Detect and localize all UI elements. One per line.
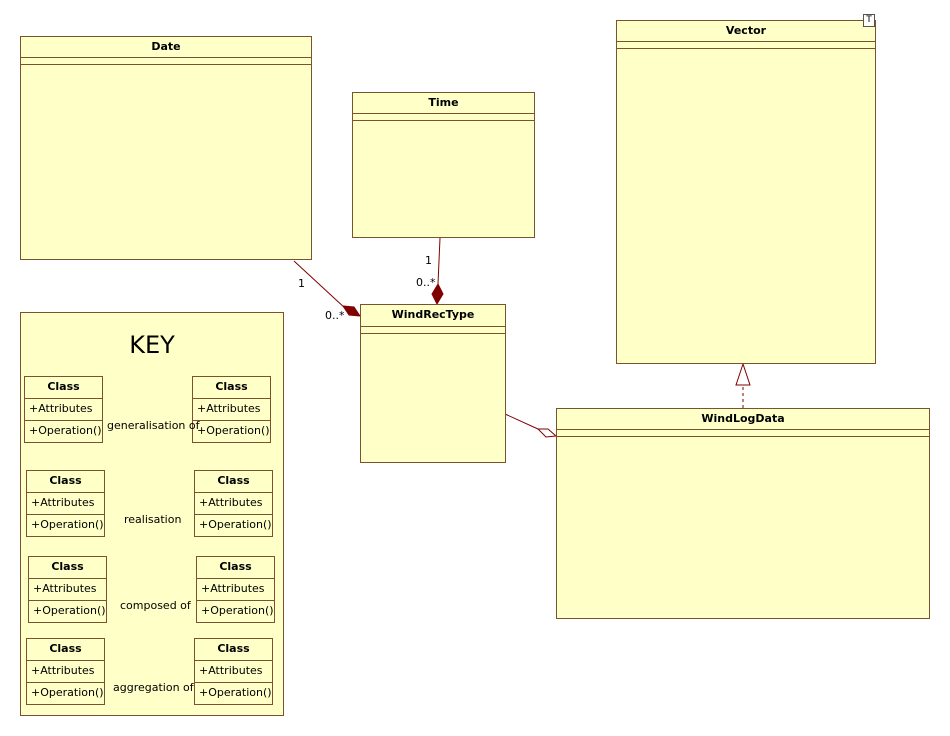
vector-class[interactable]: T Vector bbox=[616, 14, 876, 364]
realisation-arrow bbox=[735, 362, 751, 386]
time-class-name: Time bbox=[353, 93, 534, 114]
date-windrectype-composition-line bbox=[293, 260, 347, 310]
time-attributes-compartment bbox=[353, 114, 534, 121]
key-title: KEY bbox=[129, 331, 175, 359]
key-class-box: Class +Attributes +Operation() bbox=[196, 556, 275, 623]
windrectype-class[interactable]: WindRecType bbox=[360, 304, 506, 463]
date-class[interactable]: Date bbox=[20, 36, 312, 260]
key-class-box: Class +Attributes +Operation() bbox=[26, 470, 105, 537]
key-class-box: Class +Attributes +Operation() bbox=[194, 470, 273, 537]
date-attributes-compartment bbox=[21, 58, 311, 65]
date-class-name: Date bbox=[21, 37, 311, 58]
vector-attributes-compartment bbox=[617, 42, 875, 49]
windlogdata-class[interactable]: WindLogData bbox=[556, 408, 930, 619]
key-class-box: Class +Attributes +Operation() bbox=[28, 556, 107, 623]
windrectype-class-name: WindRecType bbox=[361, 305, 505, 327]
time-composition-diamond bbox=[431, 282, 444, 306]
time-class[interactable]: Time bbox=[352, 92, 535, 238]
key-label-composition: composed of bbox=[120, 599, 191, 612]
vector-class-name: Vector bbox=[617, 21, 875, 42]
template-parameter-icon: T bbox=[863, 14, 875, 27]
key-class-box: Class +Attributes +Operation() bbox=[24, 376, 103, 443]
key-label-realisation: realisation bbox=[124, 513, 182, 526]
key-class-box: Class +Attributes +Operation() bbox=[26, 638, 105, 705]
windrectype-attributes-compartment bbox=[361, 327, 505, 334]
aggregation-diamond bbox=[536, 428, 558, 438]
key-label-generalisation: generalisation of bbox=[107, 419, 200, 432]
key-class-box: Class +Attributes +Operation() bbox=[194, 638, 273, 705]
time-windrectype-composition-line bbox=[437, 237, 441, 285]
key-class-box: Class +Attributes +Operation() bbox=[192, 376, 271, 443]
windlogdata-attributes-compartment bbox=[557, 430, 929, 437]
date-multiplicity-one: 1 bbox=[298, 277, 305, 290]
windlogdata-class-name: WindLogData bbox=[557, 409, 929, 430]
time-multiplicity-one: 1 bbox=[425, 254, 432, 267]
date-composition-diamond bbox=[342, 305, 361, 317]
date-multiplicity-many: 0..* bbox=[325, 309, 345, 322]
key-label-aggregation: aggregation of bbox=[113, 681, 194, 694]
windrectype-windlogdata-aggregation-line bbox=[504, 413, 539, 430]
time-multiplicity-many: 0..* bbox=[416, 276, 436, 289]
